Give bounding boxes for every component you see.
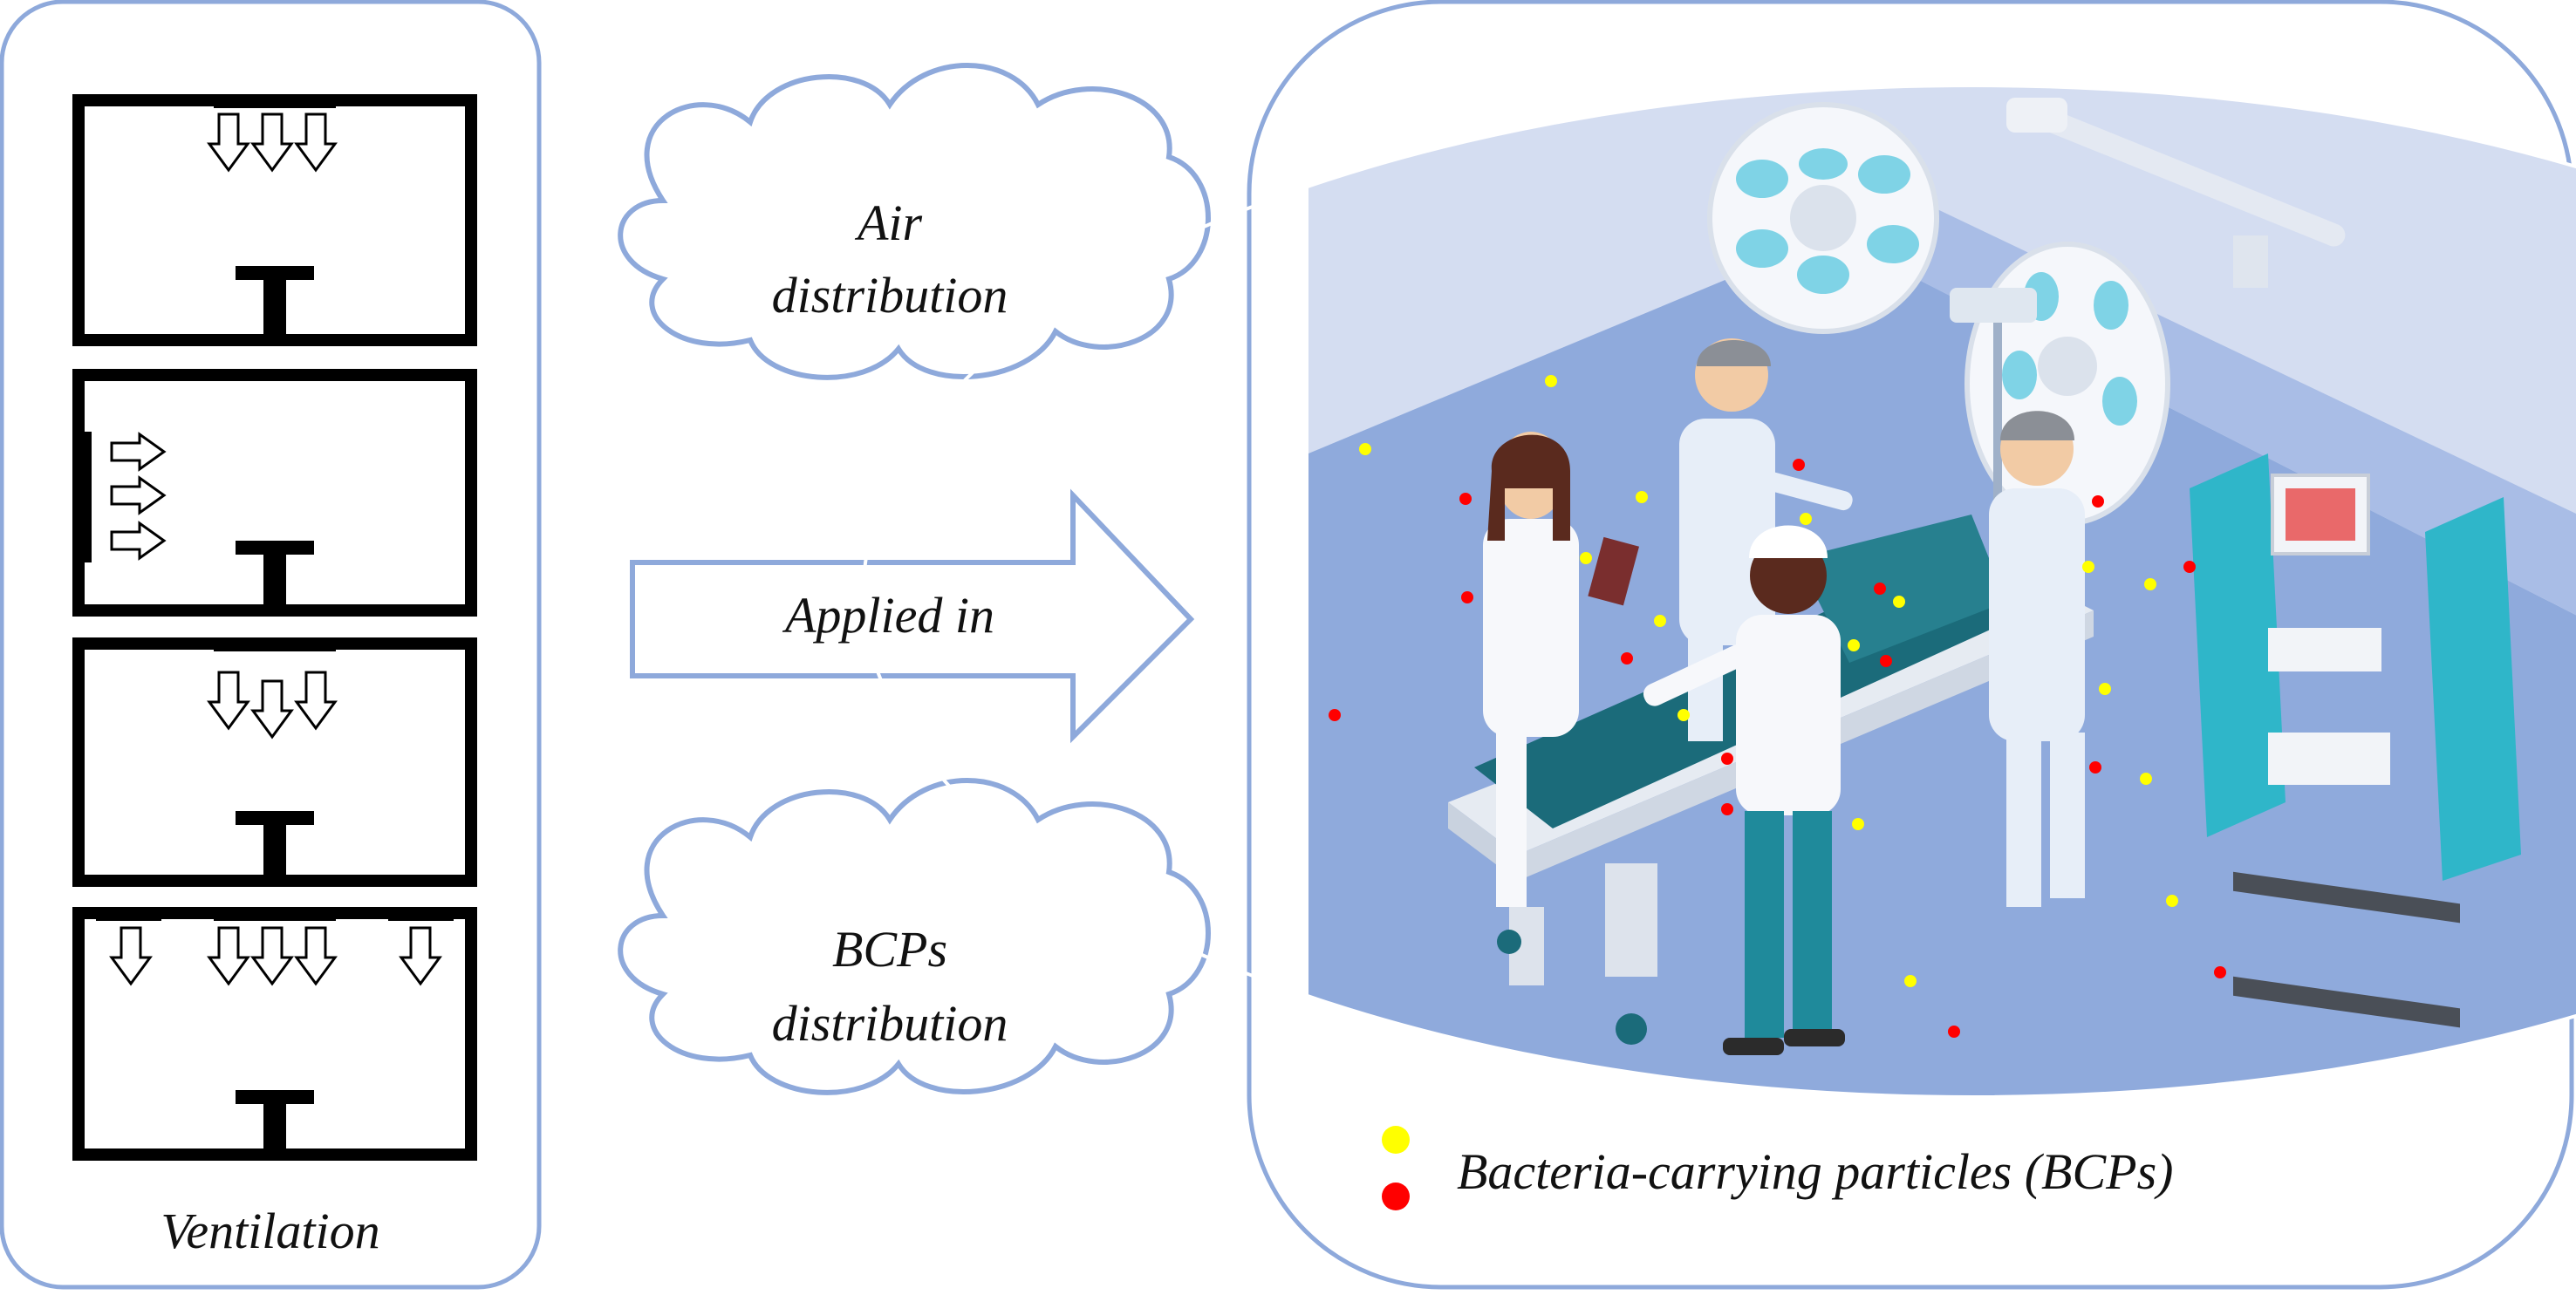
monitor-cart-icon [2190, 453, 2521, 1097]
cloud-bcps-line2: distribution [771, 995, 1008, 1052]
bcp-legend-label: Bacteria-carrying particles (BCPs) [1457, 1143, 2174, 1200]
room-multi-diffuser [72, 907, 477, 1161]
nurse-figure-icon [1643, 525, 1845, 1055]
cloud-bcps-distribution [618, 778, 1211, 1095]
surgeon-figure-icon [1679, 338, 1853, 741]
bcp-yellow-dot [1545, 375, 1557, 387]
applied-in-label: Applied in [784, 587, 994, 644]
bcp-particles [1329, 375, 2226, 1038]
cloud-air-line1: Air [857, 194, 923, 251]
bcp-yellow-dot [2099, 683, 2111, 695]
bcp-red-dot [1793, 459, 1805, 471]
bcp-red-dot [1329, 709, 1341, 721]
bcp-red-dot [1948, 1026, 1960, 1038]
bcp-yellow-dot [2082, 561, 2094, 573]
cloud-air-distribution [618, 63, 1211, 380]
applied-in-arrow [630, 488, 1195, 744]
doctor-figure-icon [1483, 432, 1640, 907]
cloud-bcps-line1: BCPs [831, 921, 948, 978]
surgical-lamp-icon [1707, 102, 1939, 334]
operating-room-scene [862, 84, 2576, 1099]
room-wall-horizontal-flow [72, 369, 477, 617]
bcp-yellow-dot [1893, 596, 1905, 608]
bcp-red-dot [2183, 561, 2196, 573]
ventilation-caption: Ventilation [161, 1203, 380, 1259]
bcp-red-dot [1621, 652, 1633, 665]
bcp-red-dot [1721, 753, 1733, 765]
bcp-red-dot [2089, 761, 2101, 774]
room-ceiling-mixed-flow [72, 637, 477, 887]
bcp-yellow-dot [1904, 975, 1917, 987]
bcp-legend [1382, 1126, 1410, 1210]
operating-room-panel [862, 0, 2576, 1290]
bcp-yellow-dot [1580, 552, 1592, 564]
bcp-yellow-dot [1359, 443, 1371, 455]
bcp-yellow-dot [1848, 639, 1860, 651]
bcp-yellow-dot [2140, 773, 2152, 785]
bcp-red-dot [2092, 495, 2104, 508]
bcp-red-dot [1461, 591, 1473, 603]
ventilation-panel [0, 0, 542, 1290]
bcp-red-dot [1880, 655, 1892, 667]
bcp-yellow-dot [1677, 709, 1690, 721]
bcp-red-dot [1721, 803, 1733, 815]
bcp-red-legend-icon [1382, 1183, 1410, 1210]
bcp-yellow-dot [2166, 895, 2178, 907]
bcp-yellow-dot [1654, 615, 1666, 627]
bcp-yellow-dot [1800, 513, 1812, 525]
bcp-yellow-legend-icon [1382, 1126, 1410, 1154]
bcp-red-dot [1874, 583, 1886, 595]
bcp-yellow-dot [1636, 491, 1648, 503]
cloud-air-line2: distribution [771, 267, 1008, 324]
surgeon-figure-icon [1989, 411, 2085, 907]
bcp-red-dot [2214, 966, 2226, 978]
bcp-yellow-dot [2144, 578, 2156, 590]
bcp-yellow-dot [1852, 818, 1864, 830]
bcp-red-dot [1459, 493, 1472, 505]
room-ceiling-downflow [72, 94, 477, 346]
